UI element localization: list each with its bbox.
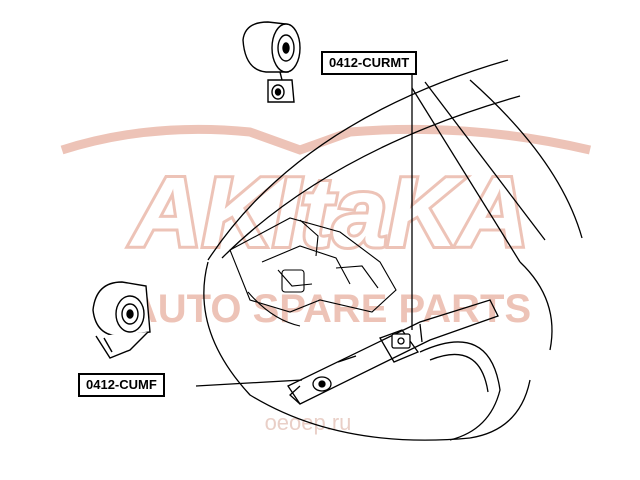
part-label-cumf[interactable]: 0412-CUMF bbox=[78, 373, 165, 397]
car-front-outline bbox=[203, 59, 583, 441]
front-mount-installed bbox=[312, 376, 332, 392]
watermark-brand: AKItaKA bbox=[128, 157, 528, 267]
part-label-curmt[interactable]: 0412-CURMT bbox=[321, 51, 418, 75]
subframe bbox=[287, 299, 499, 405]
watermark-arch bbox=[60, 124, 592, 155]
rear-mount-installed bbox=[391, 333, 411, 349]
engine-bay bbox=[229, 217, 397, 327]
leader-line-cumf bbox=[195, 379, 303, 387]
watermark-tagline: AUTO SPARE PARTS bbox=[129, 287, 531, 331]
mount-part-curmt-icon bbox=[242, 21, 301, 103]
mount-part-cumf-icon bbox=[92, 281, 151, 359]
